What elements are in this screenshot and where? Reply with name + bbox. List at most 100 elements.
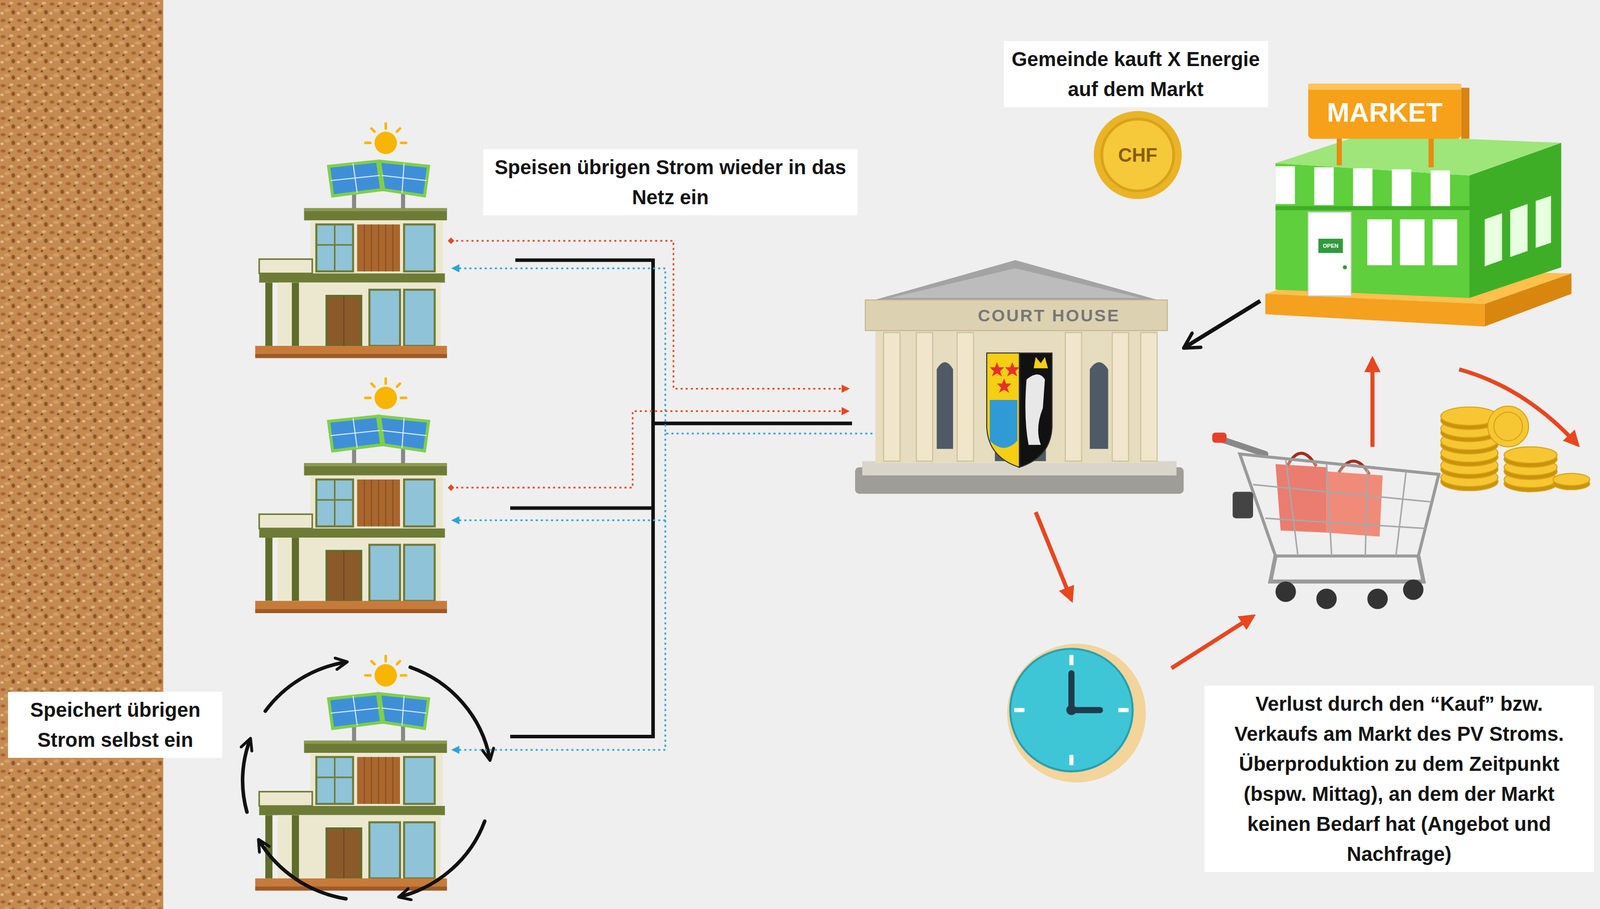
clock-icon [1014, 654, 1129, 765]
process-arrow [1035, 512, 1072, 600]
shopping-cart-icon [1265, 518, 1426, 529]
court-house-illustration [986, 352, 1020, 468]
market-illustration [1265, 83, 1571, 327]
court-house-illustration [889, 268, 1141, 298]
process-arrow [1370, 358, 1375, 447]
court-house-illustration [989, 362, 1020, 393]
market-illustration [1510, 204, 1528, 258]
falling-coins-icon [1487, 406, 1529, 448]
court-house-illustration [1089, 362, 1109, 450]
market-illustration [1391, 169, 1412, 207]
pediment-text: COURT HOUSE [977, 306, 1120, 324]
coin-icon: CHF [1092, 110, 1183, 200]
market-illustration [1308, 83, 1462, 139]
court-house-building: COURT HOUSE [852, 255, 1184, 501]
court-house-illustration [916, 332, 933, 462]
court-house-illustration [957, 332, 974, 462]
note-label: Verlust durch den “Kauf” bzw. Verkaufs a… [1204, 685, 1594, 873]
cork-board [0, 0, 164, 909]
house-icon [255, 123, 448, 892]
coin-rim [1093, 111, 1182, 200]
clock-icon [1066, 704, 1077, 715]
shopping-cart-icon [1326, 463, 1332, 556]
shopping-cart-icon [1239, 454, 1439, 557]
note-label: Gemeinde kauft X Energie auf dem Markt [1003, 41, 1269, 108]
market-illustration [1353, 168, 1373, 206]
storage-cycle-arrows [400, 821, 485, 898]
market-illustration [1336, 134, 1342, 166]
market-illustration [1430, 170, 1451, 208]
storage-cycle-arrows [265, 662, 346, 712]
market-illustration [1314, 167, 1334, 205]
market-illustration [1484, 213, 1503, 267]
connector-group [1183, 300, 1261, 348]
flow-arrow [1183, 300, 1261, 348]
note-text: Verlust durch den “Kauf” bzw. Verkaufs a… [1211, 688, 1587, 870]
clock-icon [1014, 707, 1025, 712]
market-illustration [1432, 219, 1458, 266]
shopping-cart-icon [1403, 579, 1424, 601]
market-illustration [1342, 265, 1347, 270]
clock-icon [1069, 654, 1074, 665]
court-house-illustration [996, 378, 1012, 393]
shopping-cart-icon [1275, 579, 1424, 610]
coin-face [1101, 119, 1174, 191]
court-house-illustration [989, 362, 1005, 377]
court-house-illustration [989, 400, 1018, 449]
market-illustration [1318, 238, 1343, 254]
market-illustration [1461, 87, 1470, 139]
clock-icon [1068, 673, 1075, 710]
shopping-cart-icon [1232, 491, 1254, 519]
shopping-cart-icon [1285, 459, 1298, 557]
note-text: Gemeinde kauft X Energie auf dem Markt [1010, 44, 1262, 105]
grid-wire [510, 260, 653, 737]
falling-coins-icon [1552, 473, 1590, 486]
clock-icon [1007, 643, 1146, 783]
market-illustration [1428, 134, 1434, 168]
market-illustration [1275, 163, 1470, 298]
court-house-illustration [1005, 362, 1020, 377]
court-house-illustration [1065, 332, 1082, 462]
shopping-cart-icon [1212, 432, 1439, 610]
shopping-cart-icon [1395, 471, 1406, 557]
grid-wire [652, 421, 852, 426]
note-text: Speisen übrigen Strom wieder in das Netz… [490, 152, 851, 213]
storage-cycle-arrows [242, 739, 251, 813]
court-house-illustration [1033, 356, 1049, 368]
court-house-illustration [865, 299, 1167, 331]
market-illustration [1265, 293, 1485, 327]
falling-coins-icon [1493, 412, 1523, 441]
falling-coins-icon [1440, 406, 1590, 492]
shopping-cart-icon [1253, 484, 1432, 503]
note-text: Speichert übrigen Strom selbst ein [15, 694, 216, 755]
grid-wire [510, 260, 853, 737]
shopping-cart-icon [1219, 438, 1266, 455]
note-label: Speichert übrigen Strom selbst ein [8, 691, 223, 758]
currency-text: CHF [1118, 145, 1158, 165]
market-illustration [1275, 166, 1451, 209]
shopping-cart-icon [1270, 556, 1424, 582]
house-icon [255, 123, 448, 359]
house-icon [255, 656, 448, 892]
market-illustration [1400, 219, 1425, 266]
market-illustration [1275, 206, 1470, 211]
court-house-illustration [883, 332, 901, 462]
clock-icon [1007, 643, 1146, 783]
storage-cycle-arrows [259, 840, 346, 899]
supply-flow-line [452, 519, 666, 522]
feed-in-flow-line [451, 411, 850, 488]
sign-text: MARKET [1326, 98, 1443, 126]
clock-icon [1069, 754, 1074, 765]
process-arrow [1035, 358, 1373, 669]
market-illustration [1367, 219, 1457, 266]
shopping-cart-icon [1212, 432, 1227, 443]
cork-board [0, 0, 164, 909]
market-illustration [1535, 195, 1552, 248]
court-house-illustration [936, 362, 954, 450]
storage-cycle-arrows [242, 662, 491, 900]
market-illustration [1275, 166, 1296, 204]
supply-flow-line [452, 268, 885, 750]
feed-in-flow-line [451, 240, 850, 488]
court-house-illustration [1025, 374, 1045, 446]
note-label: Speisen übrigen Strom wieder in das Netz… [483, 149, 858, 216]
